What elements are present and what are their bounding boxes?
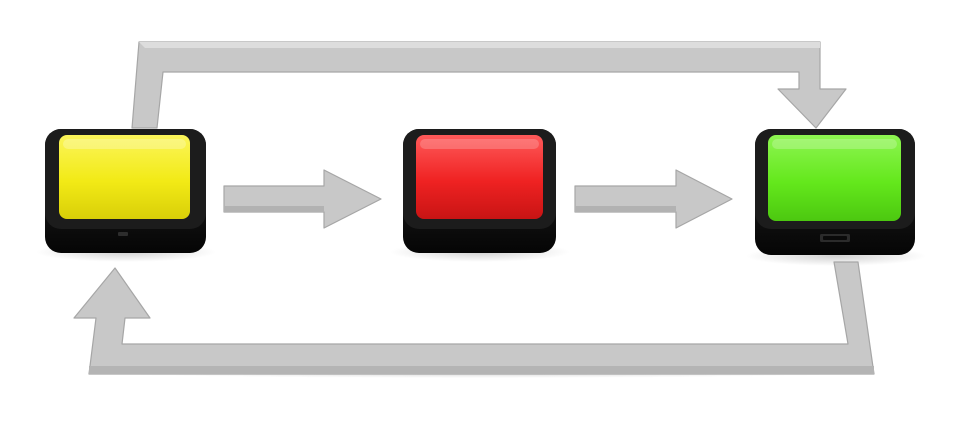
loop-arrow-top <box>131 41 847 129</box>
arrow-red-to-green <box>574 169 733 229</box>
loop-arrow-bottom <box>73 261 875 375</box>
red-block <box>403 129 556 253</box>
arrow-yellow-to-red <box>223 169 382 229</box>
yellow-block <box>45 129 206 253</box>
green-block <box>755 129 915 255</box>
